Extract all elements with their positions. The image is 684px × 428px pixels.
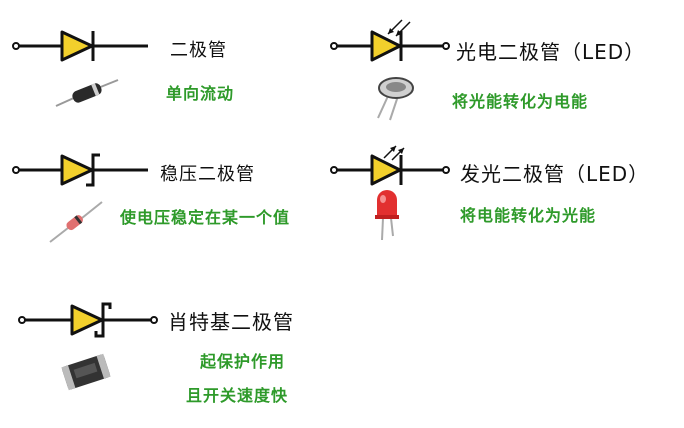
led-title: 发光二极管（LED） xyxy=(460,162,650,186)
diode-title: 二极管 xyxy=(170,40,227,61)
photodiode-title: 光电二极管（LED） xyxy=(456,40,646,64)
zener-diode-symbol-icon xyxy=(12,153,148,187)
photodiode-symbol-icon xyxy=(330,19,450,62)
schottky-note-line1: 起保护作用 xyxy=(200,352,286,371)
schottky-note-line2: 且开关速度快 xyxy=(186,386,289,405)
zener-title: 稳压二极管 xyxy=(160,164,255,185)
led-component-image xyxy=(375,190,399,241)
schottky-title: 肖特基二极管 xyxy=(168,310,294,334)
diode-symbol-icon xyxy=(12,30,148,62)
schottky-component-image xyxy=(61,353,111,391)
zener-component-image xyxy=(49,201,103,243)
diode-component-image xyxy=(55,79,119,107)
schottky-diode-symbol-icon xyxy=(18,302,158,338)
zener-note: 使电压稳定在某一个值 xyxy=(120,208,291,227)
photodiode-component-image xyxy=(377,77,414,121)
led-note: 将电能转化为光能 xyxy=(460,206,597,225)
led-symbol-icon xyxy=(330,145,450,186)
photodiode-note: 将光能转化为电能 xyxy=(452,92,589,111)
diode-note: 单向流动 xyxy=(166,84,235,103)
